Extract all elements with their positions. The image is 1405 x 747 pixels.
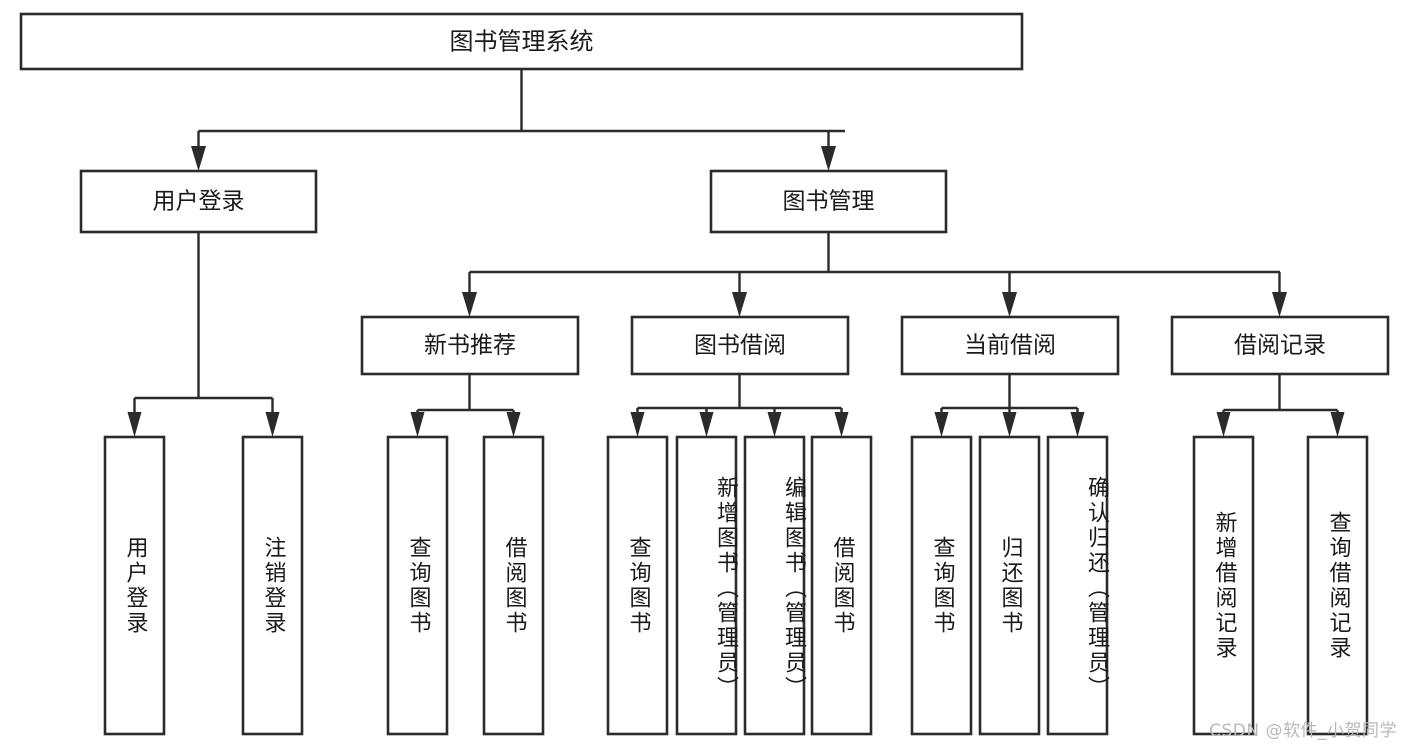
leaf-box-cb-query-book[interactable] bbox=[910, 435, 973, 736]
arrowhead-new-book-rec bbox=[462, 292, 477, 317]
node-current-borrow-label: 当前借阅 bbox=[964, 333, 1056, 359]
node-new-book-recommend[interactable]: 新书推荐 bbox=[360, 315, 580, 376]
connector-group-borrow-record bbox=[1216, 374, 1345, 437]
node-book-borrow[interactable]: 图书借阅 bbox=[630, 315, 850, 376]
node-borrow-record[interactable]: 借阅记录 bbox=[1170, 315, 1390, 376]
connector-group-user-login bbox=[127, 232, 280, 437]
leaf-box-bb-query-book[interactable] bbox=[606, 435, 669, 736]
node-book-borrow-box[interactable] bbox=[630, 315, 850, 376]
leaf-box-br-query-record[interactable] bbox=[1306, 435, 1369, 736]
arrowhead-bb-leaf2 bbox=[699, 412, 714, 437]
node-user-login-box[interactable] bbox=[79, 169, 318, 234]
csdn-watermark: CSDN @软件_小贺同学 bbox=[1209, 721, 1397, 741]
leaf-box-bb-edit-book[interactable] bbox=[743, 435, 806, 736]
node-root[interactable]: 图书管理系统 bbox=[19, 12, 1024, 71]
arrowhead-book-borrow bbox=[732, 292, 747, 317]
leaf-box-cb-confirm-return[interactable] bbox=[1046, 435, 1109, 736]
arrowhead-nbr-leaf2 bbox=[506, 412, 521, 437]
leaf-box-cb-return-book[interactable] bbox=[978, 435, 1041, 736]
leaf-box-bb-add-book[interactable] bbox=[675, 435, 738, 736]
arrowhead-cb-leaf3 bbox=[1070, 412, 1085, 437]
leaf-box-logout[interactable] bbox=[241, 435, 304, 736]
connector-group-new-book-rec bbox=[410, 374, 521, 437]
arrowhead-cb-leaf2 bbox=[1002, 412, 1017, 437]
arrowhead-user-login bbox=[191, 146, 206, 171]
leaf-box-nbr-borrow-book[interactable] bbox=[482, 435, 545, 736]
arrowhead-bb-leaf1 bbox=[630, 412, 645, 437]
arrowhead-cb-leaf1 bbox=[934, 412, 949, 437]
node-book-manage-box[interactable] bbox=[709, 169, 948, 234]
leaf-box-bb-borrow-book[interactable] bbox=[810, 435, 873, 736]
arrowhead-br-leaf1 bbox=[1216, 412, 1231, 437]
leaf-boxes bbox=[103, 435, 1369, 736]
leaf-box-nbr-query-book[interactable] bbox=[386, 435, 449, 736]
node-user-login-label: 用户登录 bbox=[153, 189, 245, 215]
node-current-borrow[interactable]: 当前借阅 bbox=[900, 315, 1120, 376]
arrowhead-borrow-record bbox=[1272, 292, 1287, 317]
node-book-borrow-label: 图书借阅 bbox=[694, 333, 786, 359]
node-book-manage-label: 图书管理 bbox=[783, 189, 875, 215]
node-book-manage[interactable]: 图书管理 bbox=[709, 169, 948, 234]
node-root-label: 图书管理系统 bbox=[450, 28, 594, 56]
arrowhead-leaf-logout bbox=[265, 412, 280, 437]
arrowhead-book-manage bbox=[821, 146, 836, 171]
arrowhead-current-borrow bbox=[1002, 292, 1017, 317]
node-new-book-recommend-label: 新书推荐 bbox=[424, 333, 516, 359]
arrowhead-bb-leaf3 bbox=[767, 412, 782, 437]
arrowhead-bb-leaf4 bbox=[834, 412, 849, 437]
node-new-book-recommend-box[interactable] bbox=[360, 315, 580, 376]
connector-group-current-borrow bbox=[934, 374, 1085, 437]
node-user-login[interactable]: 用户登录 bbox=[79, 169, 318, 234]
connector-group-book-borrow bbox=[630, 374, 849, 437]
arrowhead-leaf-user-login bbox=[127, 412, 142, 437]
connector-group-book-manage bbox=[462, 232, 1287, 317]
arrowhead-br-leaf2 bbox=[1330, 412, 1345, 437]
leaf-box-br-add-record[interactable] bbox=[1192, 435, 1255, 736]
connector-group-root bbox=[191, 69, 845, 171]
node-root-box[interactable] bbox=[19, 12, 1024, 71]
arrowhead-nbr-leaf1 bbox=[410, 412, 425, 437]
node-borrow-record-label: 借阅记录 bbox=[1234, 333, 1326, 359]
node-current-borrow-box[interactable] bbox=[900, 315, 1120, 376]
node-borrow-record-box[interactable] bbox=[1170, 315, 1390, 376]
leaf-box-user-login[interactable] bbox=[103, 435, 166, 736]
